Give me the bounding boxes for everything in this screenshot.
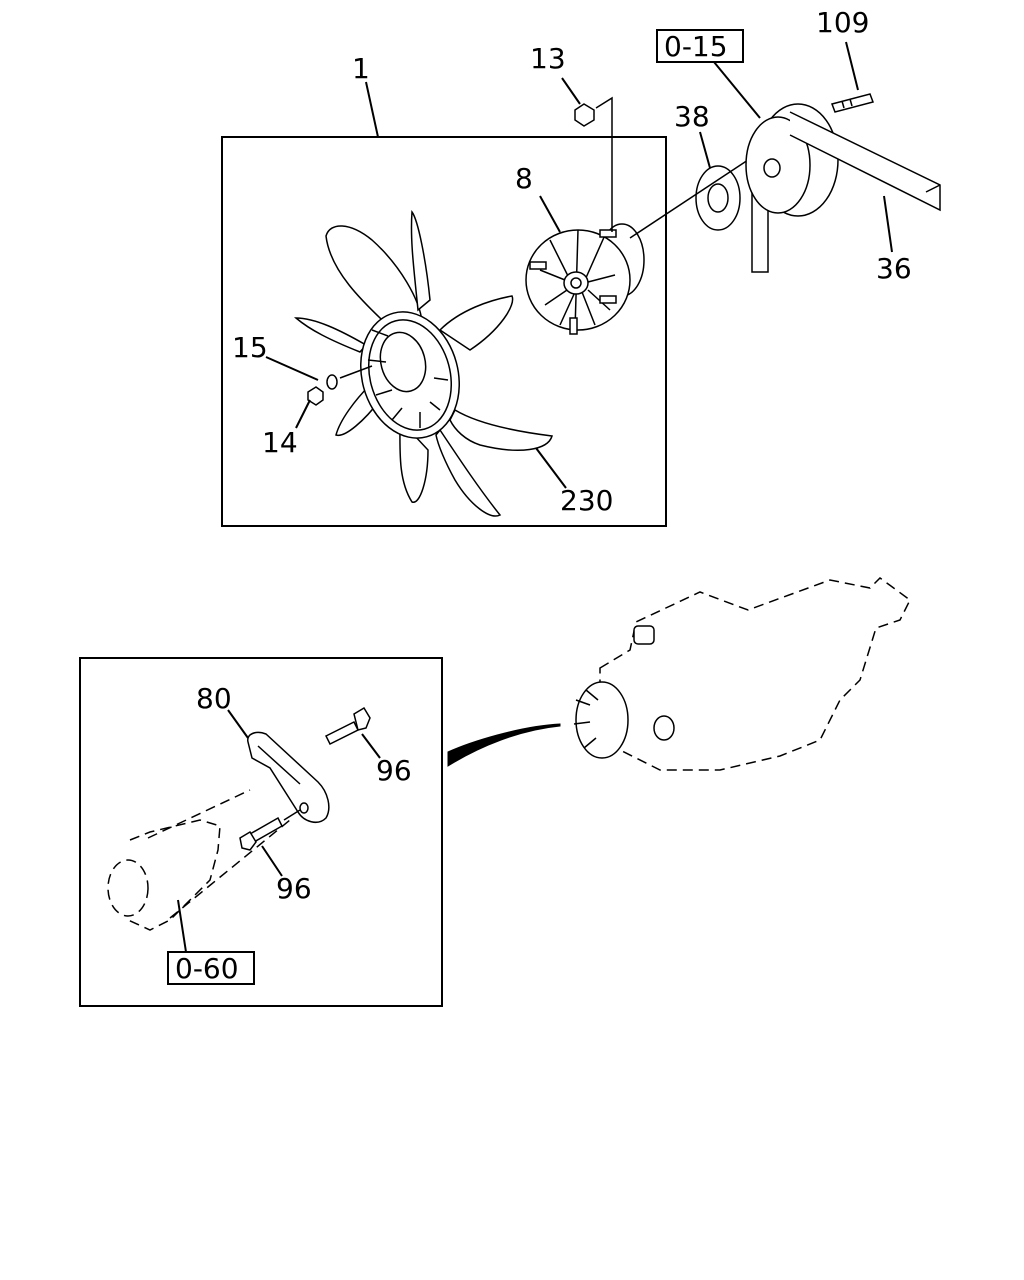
callout-fan-230: 230 [560, 484, 613, 517]
callout-washer-15: 15 [232, 331, 268, 364]
callout-fan-assembly: 1 [352, 52, 370, 85]
fan-assembly-box [221, 136, 667, 527]
callout-bracket-80: 80 [196, 682, 232, 715]
callout-bolt-96-upper: 96 [376, 754, 412, 787]
callout-nut-14: 14 [262, 426, 298, 459]
bracket-80 [247, 731, 330, 823]
washer-15 [326, 374, 338, 390]
bolt-96-upper [324, 706, 371, 746]
ref-box-lower [167, 951, 255, 985]
ref-box-upper [656, 29, 744, 63]
callout-ref-upper[interactable]: 0-15 [664, 30, 728, 63]
callout-stud-109: 109 [816, 6, 869, 39]
callout-ref-lower[interactable]: 0-60 [175, 952, 239, 985]
spacer-38 [695, 165, 741, 231]
engine-outline [573, 577, 911, 771]
callout-clutch-8: 8 [515, 162, 533, 195]
nut-14 [307, 386, 324, 406]
zoom-pointer [447, 723, 561, 767]
stud-109 [831, 93, 874, 113]
callout-belt-36: 36 [876, 252, 912, 285]
fan-clutch [525, 223, 645, 335]
callout-nut-13: 13 [530, 42, 566, 75]
nut-13 [574, 103, 595, 127]
callout-spacer-38: 38 [674, 100, 710, 133]
cooling-fan [293, 209, 553, 517]
water-pump-outline [107, 789, 291, 931]
pulley-and-belt [745, 103, 941, 273]
bracket-detail-box [79, 657, 443, 1007]
callout-bolt-96-lower: 96 [276, 872, 312, 905]
bolt-96-lower [239, 816, 283, 851]
